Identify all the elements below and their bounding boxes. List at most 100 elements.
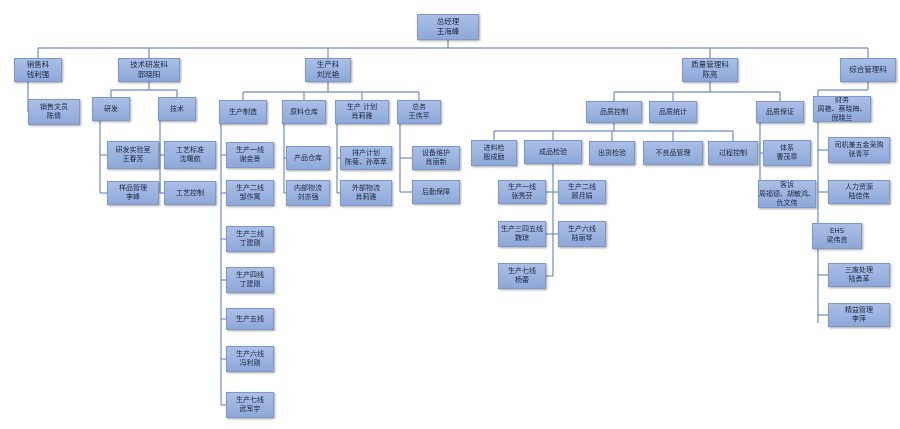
org-node-line1: 生产一线谢金景 — [226, 142, 274, 168]
org-node-title: 生产四线 — [236, 271, 264, 279]
org-node-title: 生产六线 — [568, 225, 596, 233]
org-node-title: 工艺控制 — [176, 188, 204, 197]
org-node-waste: 三废处理陆勇革 — [828, 263, 890, 287]
org-node-name: 王海峰 — [436, 27, 460, 36]
org-node-line2: 生产二线邹作寓 — [226, 180, 274, 206]
org-node-raw: 原料仓库 — [282, 100, 326, 124]
org-node-prod-wh: 产品仓库 — [286, 146, 330, 170]
org-node-qc: 品质控制 — [586, 101, 642, 123]
org-node-rd: 研发 — [92, 97, 130, 121]
org-node-title: 后勤保障 — [422, 187, 450, 196]
org-node-name: 周福德、胡敏鸿、 — [759, 189, 815, 198]
org-node-l2q: 生产二线顾月娟 — [558, 180, 606, 204]
org-node-finance: 财务周艳、蔡晓梅、倪晓兰 — [813, 96, 871, 122]
org-node-title: 生产 计划 — [346, 103, 378, 111]
org-node-name: 顾月娟 — [571, 192, 593, 200]
org-node-title: 生产三线 — [236, 230, 264, 238]
org-node-name: 丁建刚 — [239, 239, 261, 247]
org-node-title: 不良品管理 — [655, 148, 691, 157]
org-node-technique: 技术 — [158, 97, 196, 121]
org-node-title: 生产二线 — [568, 183, 596, 191]
org-node-name: 张秀芬 — [511, 192, 533, 200]
org-node-line7: 生产七线武军宇 — [226, 392, 274, 418]
org-node-name: 武军宇 — [239, 405, 261, 413]
org-node-name: 仇文伟 — [776, 198, 798, 207]
org-node-title: 生产制造 — [229, 107, 257, 116]
org-node-title: 销售科 — [26, 60, 50, 69]
org-node-title: 研发 — [104, 104, 118, 113]
org-node-line6: 生产六线冯利刚 — [226, 346, 274, 372]
org-node-driver: 司机兼五金采购张青平 — [828, 137, 890, 163]
org-node-title: 体系 — [780, 144, 794, 152]
org-node-qm: 质量管理科陈亮 — [682, 58, 738, 82]
org-node-title: 综合管理科 — [849, 65, 887, 74]
org-node-mfg: 生产制造 — [219, 100, 267, 124]
org-node-title: 精益管理 — [845, 306, 873, 314]
org-node-title: EHS — [829, 227, 845, 235]
org-node-title: 品质统计 — [659, 107, 687, 116]
org-node-title: 设备维护 — [422, 149, 450, 157]
org-node-title: 出货检验 — [598, 148, 626, 157]
org-node-title: 司机兼五金采购 — [834, 141, 884, 149]
org-node-name: 丁建刚 — [239, 280, 261, 288]
org-node-name: 倪晓兰 — [831, 113, 853, 122]
org-node-name: 陈亮 — [702, 70, 718, 79]
org-node-title: 技术 — [170, 104, 184, 113]
org-node-logistics: 后勤保障 — [412, 180, 460, 204]
org-node-title: 生产五线 — [236, 314, 264, 323]
org-node-title: 生产三四五线 — [501, 225, 543, 233]
org-node-title: 品质控制 — [600, 107, 628, 116]
org-node-title: 生产一线 — [236, 146, 264, 154]
org-node-admin: 综合管理科 — [840, 58, 896, 82]
org-node-name: 郭晓阳 — [137, 70, 161, 79]
org-node-title: 进料检 — [483, 144, 505, 152]
org-node-title: 原料仓库 — [290, 107, 318, 116]
org-node-lean: 精益管理李萍 — [828, 303, 890, 327]
org-node-tech: 技术研发科郭晓阳 — [118, 58, 180, 82]
org-node-title: 生产一线 — [508, 183, 536, 191]
org-node-title: 客诉 — [780, 180, 794, 189]
org-node-title: 品质保证 — [766, 107, 794, 116]
org-node-name: 刘亦强 — [297, 193, 319, 201]
org-node-title: 总经理 — [436, 17, 460, 26]
org-node-title: 总务 — [412, 103, 426, 111]
org-node-ext-log: 外部物流肖莉雅 — [340, 180, 392, 206]
org-node-name: 王春芳 — [122, 155, 144, 163]
org-node-title: 工艺标准 — [176, 146, 204, 154]
org-node-name: 张青平 — [848, 150, 870, 158]
org-node-system: 体系曹茂章 — [763, 140, 811, 166]
org-node-proc-std: 工艺标准沈曙航 — [164, 141, 216, 169]
org-node-title: 生产七线 — [236, 396, 264, 404]
org-node-line4: 生产四线丁建刚 — [226, 267, 274, 293]
org-node-title: 三废处理 — [845, 266, 873, 274]
org-node-name: 梁伟良 — [826, 236, 848, 244]
org-node-l6q: 生产六线陆丽琴 — [558, 221, 606, 247]
org-node-name: 陈倩 — [47, 112, 61, 120]
org-node-int-log: 内部物流刘亦强 — [286, 180, 330, 206]
org-node-name: 陆佳伟 — [848, 192, 870, 200]
org-node-name: 肖丽新 — [425, 158, 447, 166]
org-node-title: 研发实验室 — [115, 146, 151, 154]
org-node-plan: 生产 计划肖莉雅 — [335, 100, 389, 124]
org-node-title: 财务 — [835, 96, 849, 104]
org-node-title: 产品仓库 — [294, 153, 322, 162]
org-node-l7q: 生产七线杨蕾 — [498, 263, 546, 289]
org-node-name: 陆勇革 — [848, 275, 870, 283]
org-node-line3: 生产三线丁建刚 — [226, 226, 274, 252]
org-node-l345q: 生产三四五线魏琼 — [498, 221, 546, 247]
org-node-line5: 生产五线 — [226, 308, 274, 330]
org-node-name: 李峰 — [126, 193, 140, 201]
org-node-hr: 人力资源陆佳伟 — [828, 180, 890, 204]
org-node-final: 成品检验 — [524, 140, 582, 164]
org-node-title: 生产六线 — [236, 350, 264, 358]
org-node-name: 陈菊、孙萃萃 — [345, 158, 387, 166]
org-node-title: 生产二线 — [236, 184, 264, 192]
org-node-l1q: 生产一线张秀芬 — [498, 180, 546, 204]
org-node-sales: 销售科钱利强 — [14, 58, 62, 82]
org-node-name: 沈曙航 — [179, 155, 201, 163]
org-node-name: 杨蕾 — [515, 276, 529, 284]
org-node-name: 陆丽琴 — [571, 234, 593, 242]
org-node-name: 周艳、蔡晓梅、 — [817, 104, 867, 113]
org-node-title: 技术研发科 — [130, 60, 168, 69]
